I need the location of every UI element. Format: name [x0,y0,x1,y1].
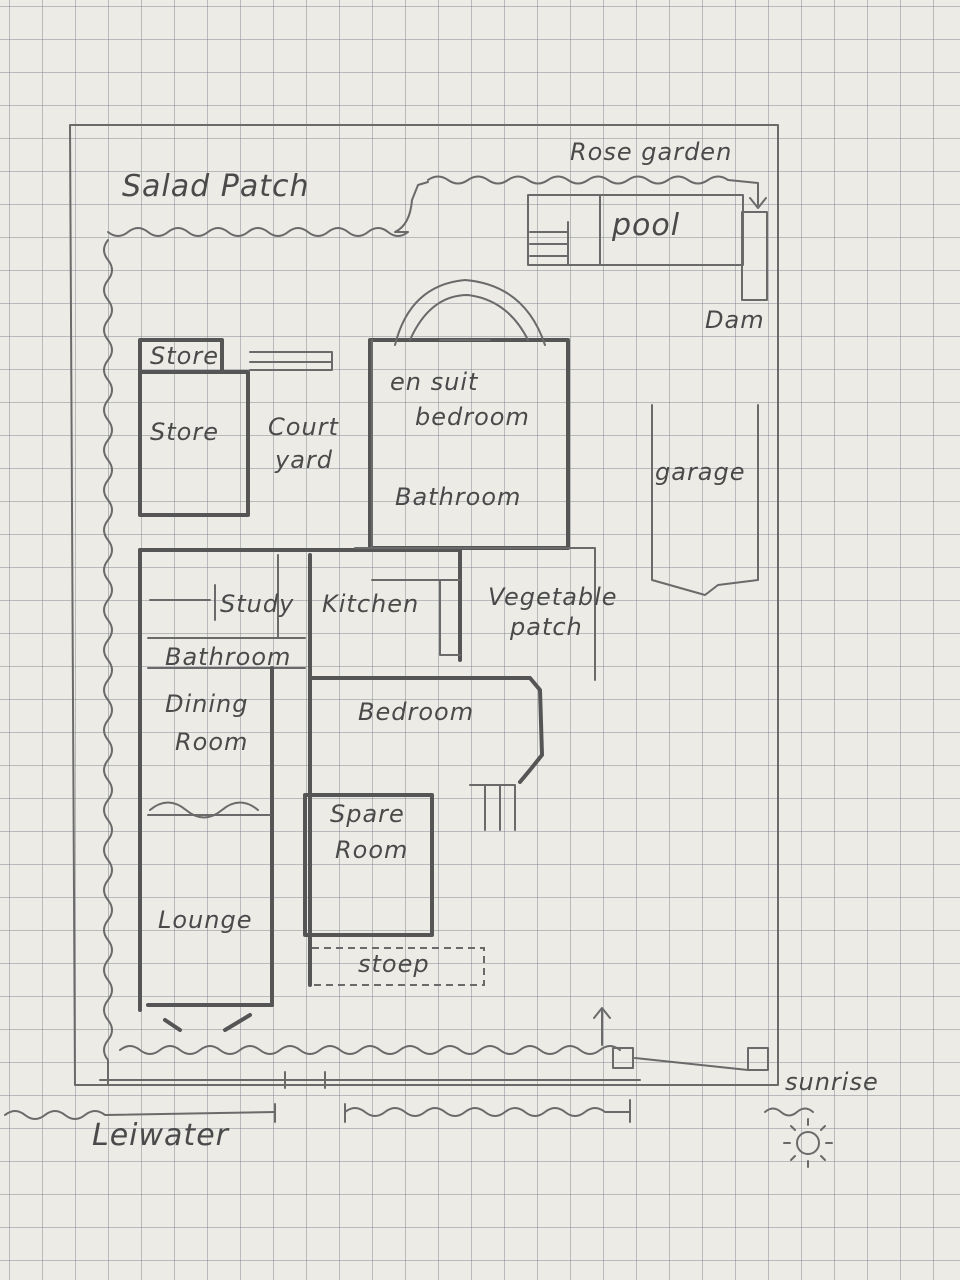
store-top-label: Store [150,342,219,370]
store-label: Store [150,418,219,446]
pool-label: pool [611,208,680,243]
pool-area [527,194,768,301]
dining-label-2: Room [175,728,248,756]
hedges [4,175,814,1123]
sun-icon [783,1118,833,1168]
bedroom-label: Bedroom [358,698,474,726]
dining-label-1: Dining [165,690,248,718]
garage-outline [651,404,759,596]
leiwater-label: Leiwater [92,1118,230,1153]
gate [593,1007,769,1071]
rose-garden-label: Rose garden [570,138,732,166]
house-walls [138,338,596,1032]
courtyard-label-1: Court [268,413,340,441]
en-suit-label-1: en suit [390,368,479,396]
lounge-label: Lounge [158,906,252,934]
bathroom-label: Bathroom [165,643,291,671]
bay-window [394,279,546,346]
sunrise-label: sunrise [785,1068,879,1096]
property-boundary [69,124,779,1086]
en-suit-label-2: bedroom [415,403,530,431]
spare-label-1: Spare [330,800,405,828]
veg-label-1: Vegetable [488,583,618,611]
spare-label-2: Room [335,836,408,864]
study-label: Study [220,590,294,618]
dam-label: Dam [705,306,765,334]
stoep-label: stoep [358,950,430,978]
garage-label: garage [655,458,746,486]
salad-patch-label: Salad Patch [122,169,309,204]
veg-label-2: patch [509,613,583,641]
bathroom-top-label: Bathroom [395,483,521,511]
kitchen-label: Kitchen [322,590,419,618]
courtyard-label-2: yard [274,446,333,474]
